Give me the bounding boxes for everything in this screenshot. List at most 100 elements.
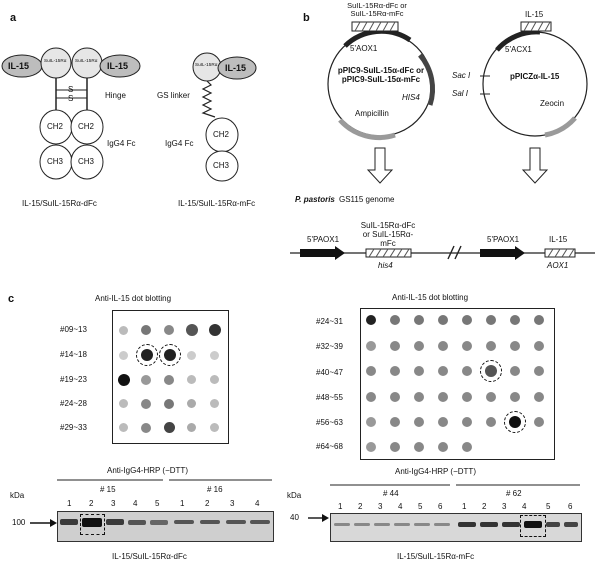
dot: [462, 417, 472, 427]
his4-gene-label: his4: [378, 261, 393, 270]
wb1-lane: 3: [230, 499, 235, 508]
dot-blot-1: [112, 310, 229, 444]
dot: [164, 422, 175, 433]
break-mark-2: [454, 245, 462, 260]
dot: [164, 375, 174, 385]
plasmid2-name: pPICZα-IL-15: [510, 72, 560, 81]
plasmid1-amp-label: Ampicillin: [355, 109, 389, 118]
dot: [534, 366, 544, 376]
dot: [210, 399, 219, 408]
ch3-label-mfc: CH3: [213, 161, 230, 170]
igg4-fc-label-mfc: IgG4 Fc: [165, 139, 194, 148]
western-blot-1: [57, 511, 274, 542]
dot: [534, 315, 544, 325]
dot: [510, 315, 520, 325]
dot: [118, 374, 130, 386]
aox1-gene-label: AOX1: [547, 261, 569, 270]
dot: [141, 423, 151, 433]
dot2-title: Anti-IL-15 dot blotting: [392, 293, 469, 302]
dot: [119, 423, 128, 432]
dot: [187, 423, 196, 432]
ch3-label-right: CH3: [78, 157, 95, 166]
wb2-lane: 6: [438, 502, 443, 511]
il15-label-left: IL-15: [8, 61, 30, 71]
dot: [186, 324, 198, 336]
wb1-lane: 2: [89, 499, 94, 508]
dot: [187, 375, 196, 384]
plasmid2-aox-label: 5'ACX1: [505, 45, 532, 54]
wb1-marker-label: 100: [12, 518, 26, 527]
suil15ra-label-left: SuIL-15Rα: [43, 58, 67, 64]
dot: [141, 375, 151, 385]
dot: [390, 366, 400, 376]
band: [82, 518, 102, 527]
band: [564, 522, 578, 527]
dot: [486, 392, 496, 402]
dot: [414, 392, 424, 402]
wb2-kda: kDa: [287, 491, 302, 500]
wb2-marker-arrow: [322, 514, 329, 522]
dot: [209, 324, 221, 336]
highlight-box: [80, 514, 105, 535]
wb1-caption: IL-15/SuIL-15Rα-dFc: [112, 552, 187, 561]
plasmid2-zeocin-label: Zeocin: [540, 99, 565, 108]
dot: [366, 315, 376, 325]
dot2-row-label: #40~47: [316, 368, 343, 377]
band: [60, 519, 78, 525]
insert1-label: SuIL-15Rα-dFc or SuIL-15Rα-mFc: [360, 221, 416, 248]
dot: [119, 326, 128, 335]
dot: [462, 442, 472, 452]
dot: [187, 399, 196, 408]
dot1-title: Anti-IL-15 dot blotting: [95, 294, 172, 303]
dot: [210, 351, 219, 360]
dot1-row-label: #14~18: [60, 350, 87, 359]
insert2-box: [544, 248, 576, 258]
dot: [414, 315, 424, 325]
dot: [164, 399, 174, 409]
dot: [390, 442, 400, 452]
highlight-box: [520, 515, 546, 537]
il15-oval-right: [99, 54, 141, 78]
dot: [390, 315, 400, 325]
mfc-caption: IL-15/SuIL-15Rα-mFc: [178, 199, 256, 208]
dot2-row-label: #48~55: [316, 393, 343, 402]
wb2-marker-label: 40: [290, 513, 299, 522]
dot: [486, 341, 496, 351]
promoter-label-1: 5'PAOX1: [307, 235, 340, 244]
wb2-lane: 4: [522, 502, 527, 511]
band: [354, 523, 370, 526]
dot: [414, 366, 424, 376]
dot: [366, 341, 376, 351]
dot: [534, 417, 544, 427]
plasmid1-insert: [351, 21, 399, 32]
band: [226, 520, 246, 524]
insert2-label: IL-15: [549, 235, 568, 244]
wb2-lane: 2: [482, 502, 487, 511]
plasmid1-insert-label: SuIL-15Rα-dFc or SuIL-15Rα-mFc: [347, 1, 407, 18]
plasmid2-zeocin-arc: [544, 116, 577, 138]
dot: [366, 442, 376, 452]
dot: [390, 341, 400, 351]
break-mark-1: [447, 245, 455, 260]
wb2-lane: 3: [378, 502, 383, 511]
panel-a-letter: a: [10, 12, 17, 24]
wb1-lane: 3: [111, 499, 116, 508]
dot1-row-label: #24~28: [60, 399, 87, 408]
hinge-label: Hinge: [105, 91, 126, 100]
ch2-label-mfc: CH2: [213, 130, 230, 139]
western-blot-2: [330, 513, 582, 542]
dot: [534, 341, 544, 351]
il15-label-right: IL-15: [107, 61, 129, 71]
ch3-right: [70, 144, 104, 180]
dot: [390, 392, 400, 402]
genome-species: P. pastoris: [295, 195, 335, 204]
dot: [462, 315, 472, 325]
wb2-group1: # 44: [383, 489, 399, 498]
dot1-row-label: #09~13: [60, 325, 87, 334]
dot: [510, 392, 520, 402]
dot: [438, 392, 448, 402]
wb2-lane: 5: [546, 502, 551, 511]
band: [150, 520, 168, 525]
dot: [414, 417, 424, 427]
dot: [462, 341, 472, 351]
